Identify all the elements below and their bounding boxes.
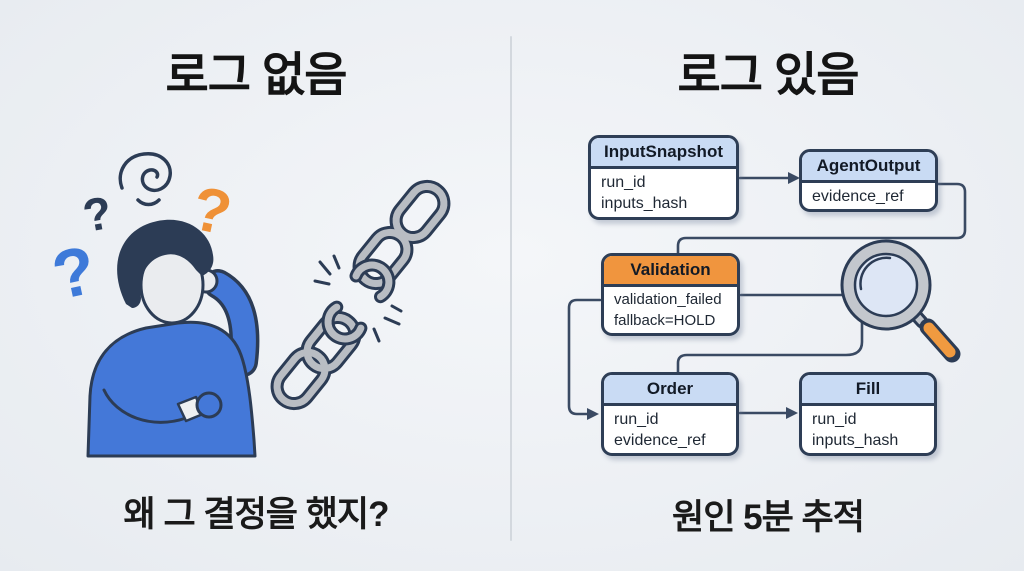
entity-box-agentoutput: AgentOutput evidence_ref [799,149,938,212]
entity-field: fallback=HOLD [614,312,716,329]
confusion-spiral-icon [118,152,172,207]
entity-field: run_id [812,410,857,428]
hair [117,219,214,308]
entity-field: validation_failed [614,291,722,308]
question-mark-blue-icon: ? [46,231,102,314]
flow-connectors [567,176,967,416]
broken-chain-icon [270,179,451,411]
entity-box-title: Order [604,375,736,406]
entity-box-title: Validation [604,256,737,287]
flow-arrowheads [587,172,800,420]
connector-validation-order-loop [567,298,602,416]
torso [86,320,257,458]
fist [195,391,223,419]
entity-box-fill: Fill run_id inputs_hash [799,372,937,456]
right-panel-title: 로그 있음 [677,48,859,101]
panel-divider [510,36,512,541]
lens-highlight [859,256,892,291]
thinking-person-illustration [86,219,260,458]
left-panel-title: 로그 없음 [165,48,347,101]
magnifying-glass-icon [840,239,961,363]
break-sparks [313,254,403,343]
entity-box-validation: Validation validation_failed fallback=HO… [601,253,740,336]
entity-box-inputsnapshot: InputSnapshot run_id inputs_hash [588,135,739,220]
left-panel-caption: 왜 그 결정을 했지? [123,495,390,534]
question-glyph: ? [46,231,102,314]
entity-box-title: Fill [802,375,934,406]
entity-box-title: AgentOutput [802,152,935,183]
entity-field: run_id [614,410,659,428]
entity-field: run_id [601,174,646,191]
right-panel-caption: 원인 5분 추적 [672,498,865,537]
entity-field: evidence_ref [614,431,706,449]
connector-magnifier-order [676,316,864,374]
entity-field: inputs_hash [812,431,899,449]
entity-field: inputs_hash [601,195,688,212]
connector-agentoutput-validation [676,182,967,255]
entity-box-order: Order run_id evidence_ref [601,372,739,456]
entity-field: evidence_ref [812,187,904,205]
entity-box-title: InputSnapshot [591,138,736,169]
